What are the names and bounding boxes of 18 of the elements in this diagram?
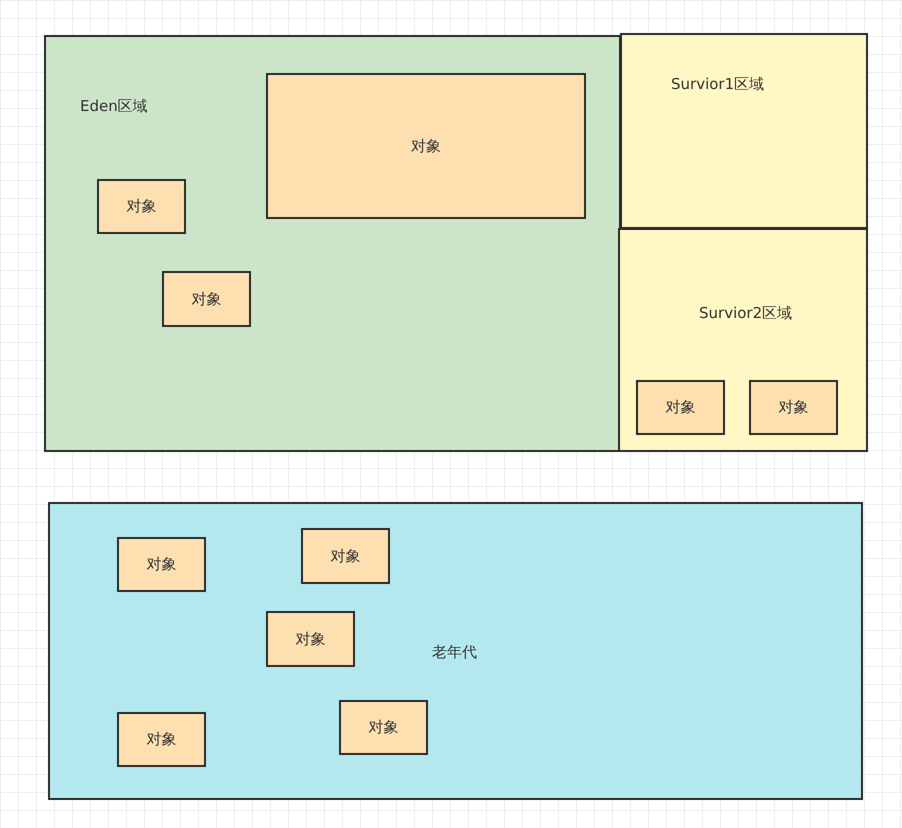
- object-box: 对象: [636, 380, 725, 435]
- object-box: 对象: [97, 179, 186, 234]
- region-box: [48, 502, 863, 800]
- region-label: Survior1区域: [671, 75, 764, 94]
- object-box: 对象: [162, 271, 251, 327]
- object-box: 对象: [749, 380, 838, 435]
- region-box: [44, 35, 621, 452]
- region-label: Eden区域: [80, 97, 148, 116]
- object-box: 对象: [117, 712, 206, 767]
- object-box: 对象: [266, 611, 355, 667]
- region-box: [618, 228, 868, 452]
- object-box: 对象: [339, 700, 428, 755]
- object-box: 对象: [266, 73, 586, 219]
- object-box: 对象: [117, 537, 206, 592]
- region-label: Survior2区域: [699, 304, 792, 323]
- object-box: 对象: [301, 528, 390, 584]
- region-label: 老年代: [432, 643, 477, 662]
- region-box: [620, 33, 868, 229]
